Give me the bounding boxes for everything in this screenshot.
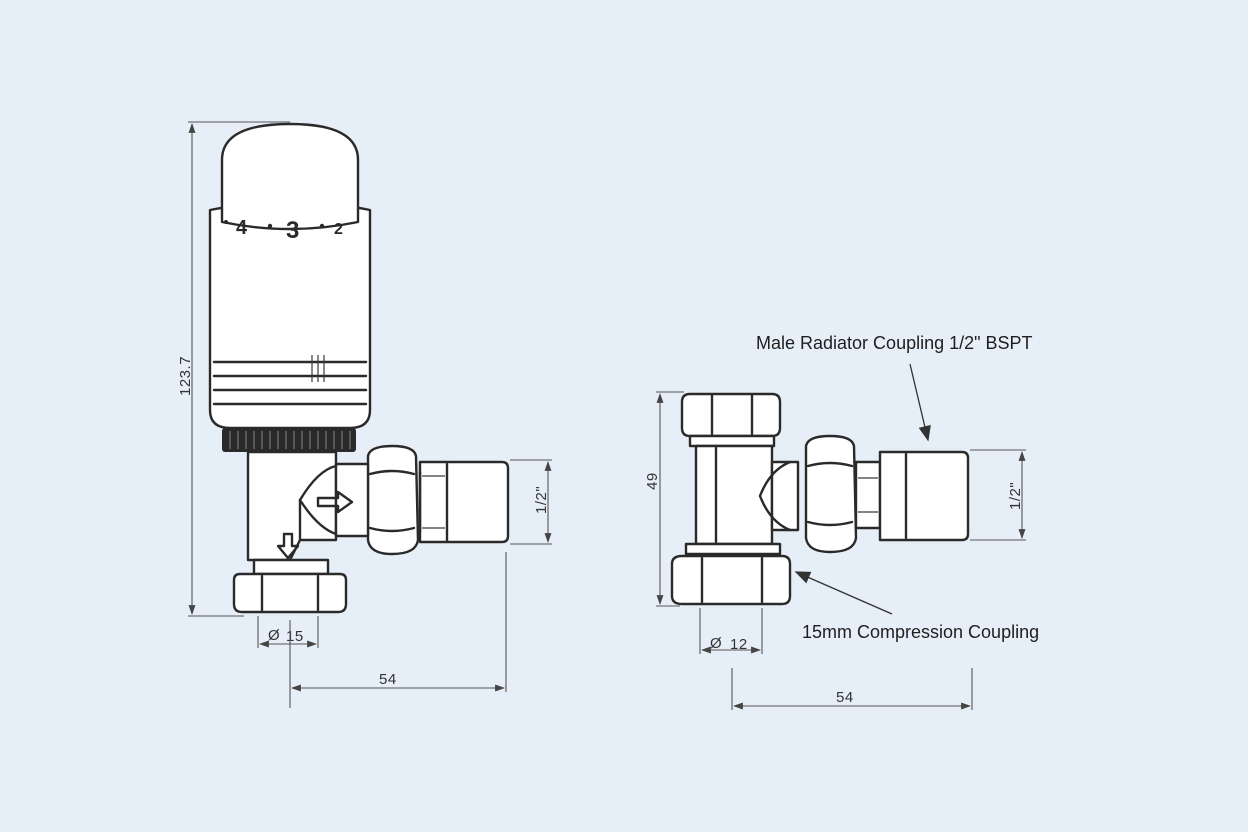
- dial-number-3: 3: [286, 217, 299, 244]
- right-valve-hex-nut-side: [804, 434, 882, 554]
- right-valve-male-coupling: [878, 450, 970, 542]
- right-valve-compression-nut: [670, 554, 792, 606]
- right-thread-value: 1/2": [1007, 482, 1024, 510]
- left-valve-body: [246, 450, 370, 562]
- left-pipe-value: 15: [286, 628, 304, 645]
- male-coupling-callout: Male Radiator Coupling 1/2" BSPT: [756, 333, 1033, 442]
- dial-number-4: 4: [236, 217, 248, 239]
- compression-coupling-callout: 15mm Compression Coupling: [794, 571, 1039, 642]
- right-pipe-diameter-symbol: Ø: [710, 635, 722, 652]
- left-valve-hex-nut-bottom: [232, 558, 348, 614]
- left-valve-dial: 4 3 2: [224, 217, 343, 244]
- left-height-value: 123.7: [177, 356, 194, 396]
- left-valve-dome-cap: [220, 122, 360, 231]
- right-valve: 49 1/2" Ø 12 54 Male Radiator Coupling 1…: [644, 333, 1039, 710]
- flow-arrow-down-icon: [276, 532, 300, 560]
- male-coupling-label: Male Radiator Coupling 1/2" BSPT: [756, 333, 1033, 353]
- left-valve-male-coupling: [418, 460, 510, 544]
- left-width-value: 54: [379, 671, 397, 688]
- right-valve-pipe-dimension: Ø 12: [699, 608, 763, 654]
- compression-coupling-label: 15mm Compression Coupling: [802, 622, 1039, 642]
- right-pipe-value: 12: [730, 636, 748, 653]
- flow-arrow-right-icon: [316, 490, 354, 514]
- dial-number-2: 2: [334, 221, 343, 238]
- right-height-value: 49: [644, 472, 661, 490]
- left-valve-height-dimension: 123.7: [177, 121, 290, 617]
- left-thread-value: 1/2": [533, 486, 550, 514]
- left-valve-thread-dimension: 1/2": [510, 459, 552, 545]
- left-valve-knurled-ring: [222, 428, 356, 452]
- right-width-value: 54: [836, 689, 854, 706]
- left-valve-hex-nut-side: [366, 444, 422, 556]
- left-valve: 4 3 2 123.7 1/2" Ø 15: [177, 121, 552, 708]
- right-valve-height-dimension: 49: [644, 391, 684, 607]
- left-valve-pipe-dimension: Ø 15: [257, 616, 319, 648]
- right-valve-hex-nut-top: [680, 392, 782, 448]
- left-pipe-diameter-symbol: Ø: [268, 627, 280, 644]
- right-valve-body: [684, 444, 800, 556]
- left-valve-width-dimension: 54: [289, 552, 507, 708]
- right-valve-width-dimension: 54: [731, 668, 973, 710]
- right-valve-thread-dimension: 1/2": [970, 449, 1026, 541]
